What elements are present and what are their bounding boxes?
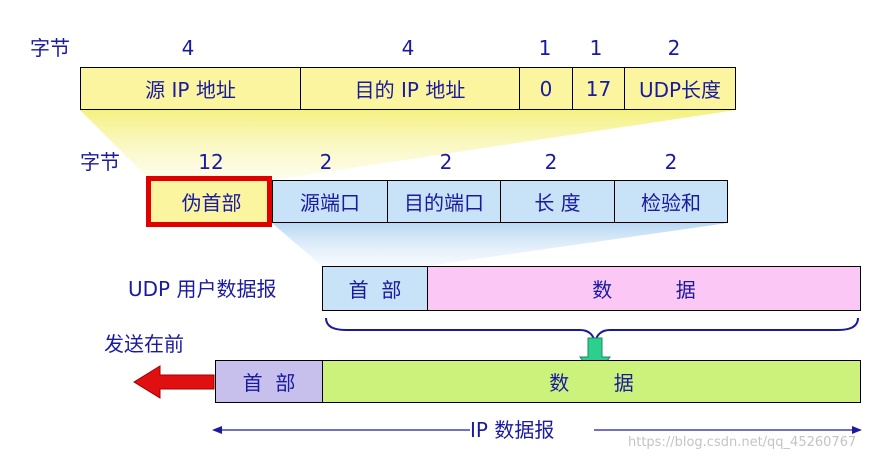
field-protocol: 17	[573, 68, 625, 109]
watermark: https://blog.csdn.net/qq_45260767	[628, 435, 857, 450]
udp-header-expansion	[272, 223, 728, 266]
span-arrowhead-right	[852, 426, 862, 434]
byte-count-dst-port: 2	[439, 150, 453, 174]
byte-count-proto: 1	[589, 36, 603, 60]
field-pseudo-header: 伪首部	[151, 181, 273, 222]
udp-datagram-data: 数 据	[428, 267, 860, 310]
byte-count-checksum: 2	[664, 150, 678, 174]
udp-datagram-header: 首 部	[323, 267, 428, 310]
field-udp-length: UDP长度	[638, 78, 722, 102]
byte-count-src-ip: 4	[181, 36, 195, 60]
udp-datagram-label: UDP 用户数据报	[128, 277, 277, 301]
pseudo-header-fields: 源 IP 地址 目的 IP 地址 0 17 UDP长度	[80, 67, 736, 110]
field-src-ip: 源 IP 地址	[81, 68, 301, 109]
byte-count-src-port: 2	[319, 150, 333, 174]
udp-header-fields: 伪首部 源端口 目的端口 长 度 检验和	[150, 180, 728, 223]
byte-count-pseudo: 12	[198, 150, 224, 174]
span-arrowhead-left	[212, 426, 222, 434]
field-length: 长 度	[501, 181, 615, 222]
ip-datagram-label: IP 数据报	[470, 418, 555, 442]
left-arrow	[133, 365, 215, 399]
field-src-port: 源端口	[273, 181, 388, 222]
send-first-label: 发送在前	[104, 332, 184, 356]
ip-span-arrow	[212, 426, 862, 434]
red-arrow-shape	[133, 365, 215, 399]
field-checksum: 检验和	[641, 191, 701, 215]
ip-packet-data: 数 据	[323, 361, 860, 402]
ip-packet-header: 首 部	[216, 361, 323, 402]
byte-count-dst-ip: 4	[401, 36, 415, 60]
udp-datagram: 首 部 数 据	[322, 266, 861, 311]
field-zero: 0	[520, 68, 573, 109]
bytes-label-udp: 字节	[80, 150, 120, 174]
pseudo-header-expansion	[80, 110, 736, 180]
field-dst-port: 目的端口	[388, 181, 501, 222]
ip-packet: 首 部 数 据	[215, 360, 861, 403]
byte-count-udp-len: 2	[667, 36, 681, 60]
pseudo-header-highlight	[146, 176, 272, 227]
bytes-label-top: 字节	[30, 36, 70, 60]
field-dst-ip: 目的 IP 地址	[301, 68, 520, 109]
byte-count-zero: 1	[538, 36, 552, 60]
byte-count-length: 2	[544, 150, 558, 174]
